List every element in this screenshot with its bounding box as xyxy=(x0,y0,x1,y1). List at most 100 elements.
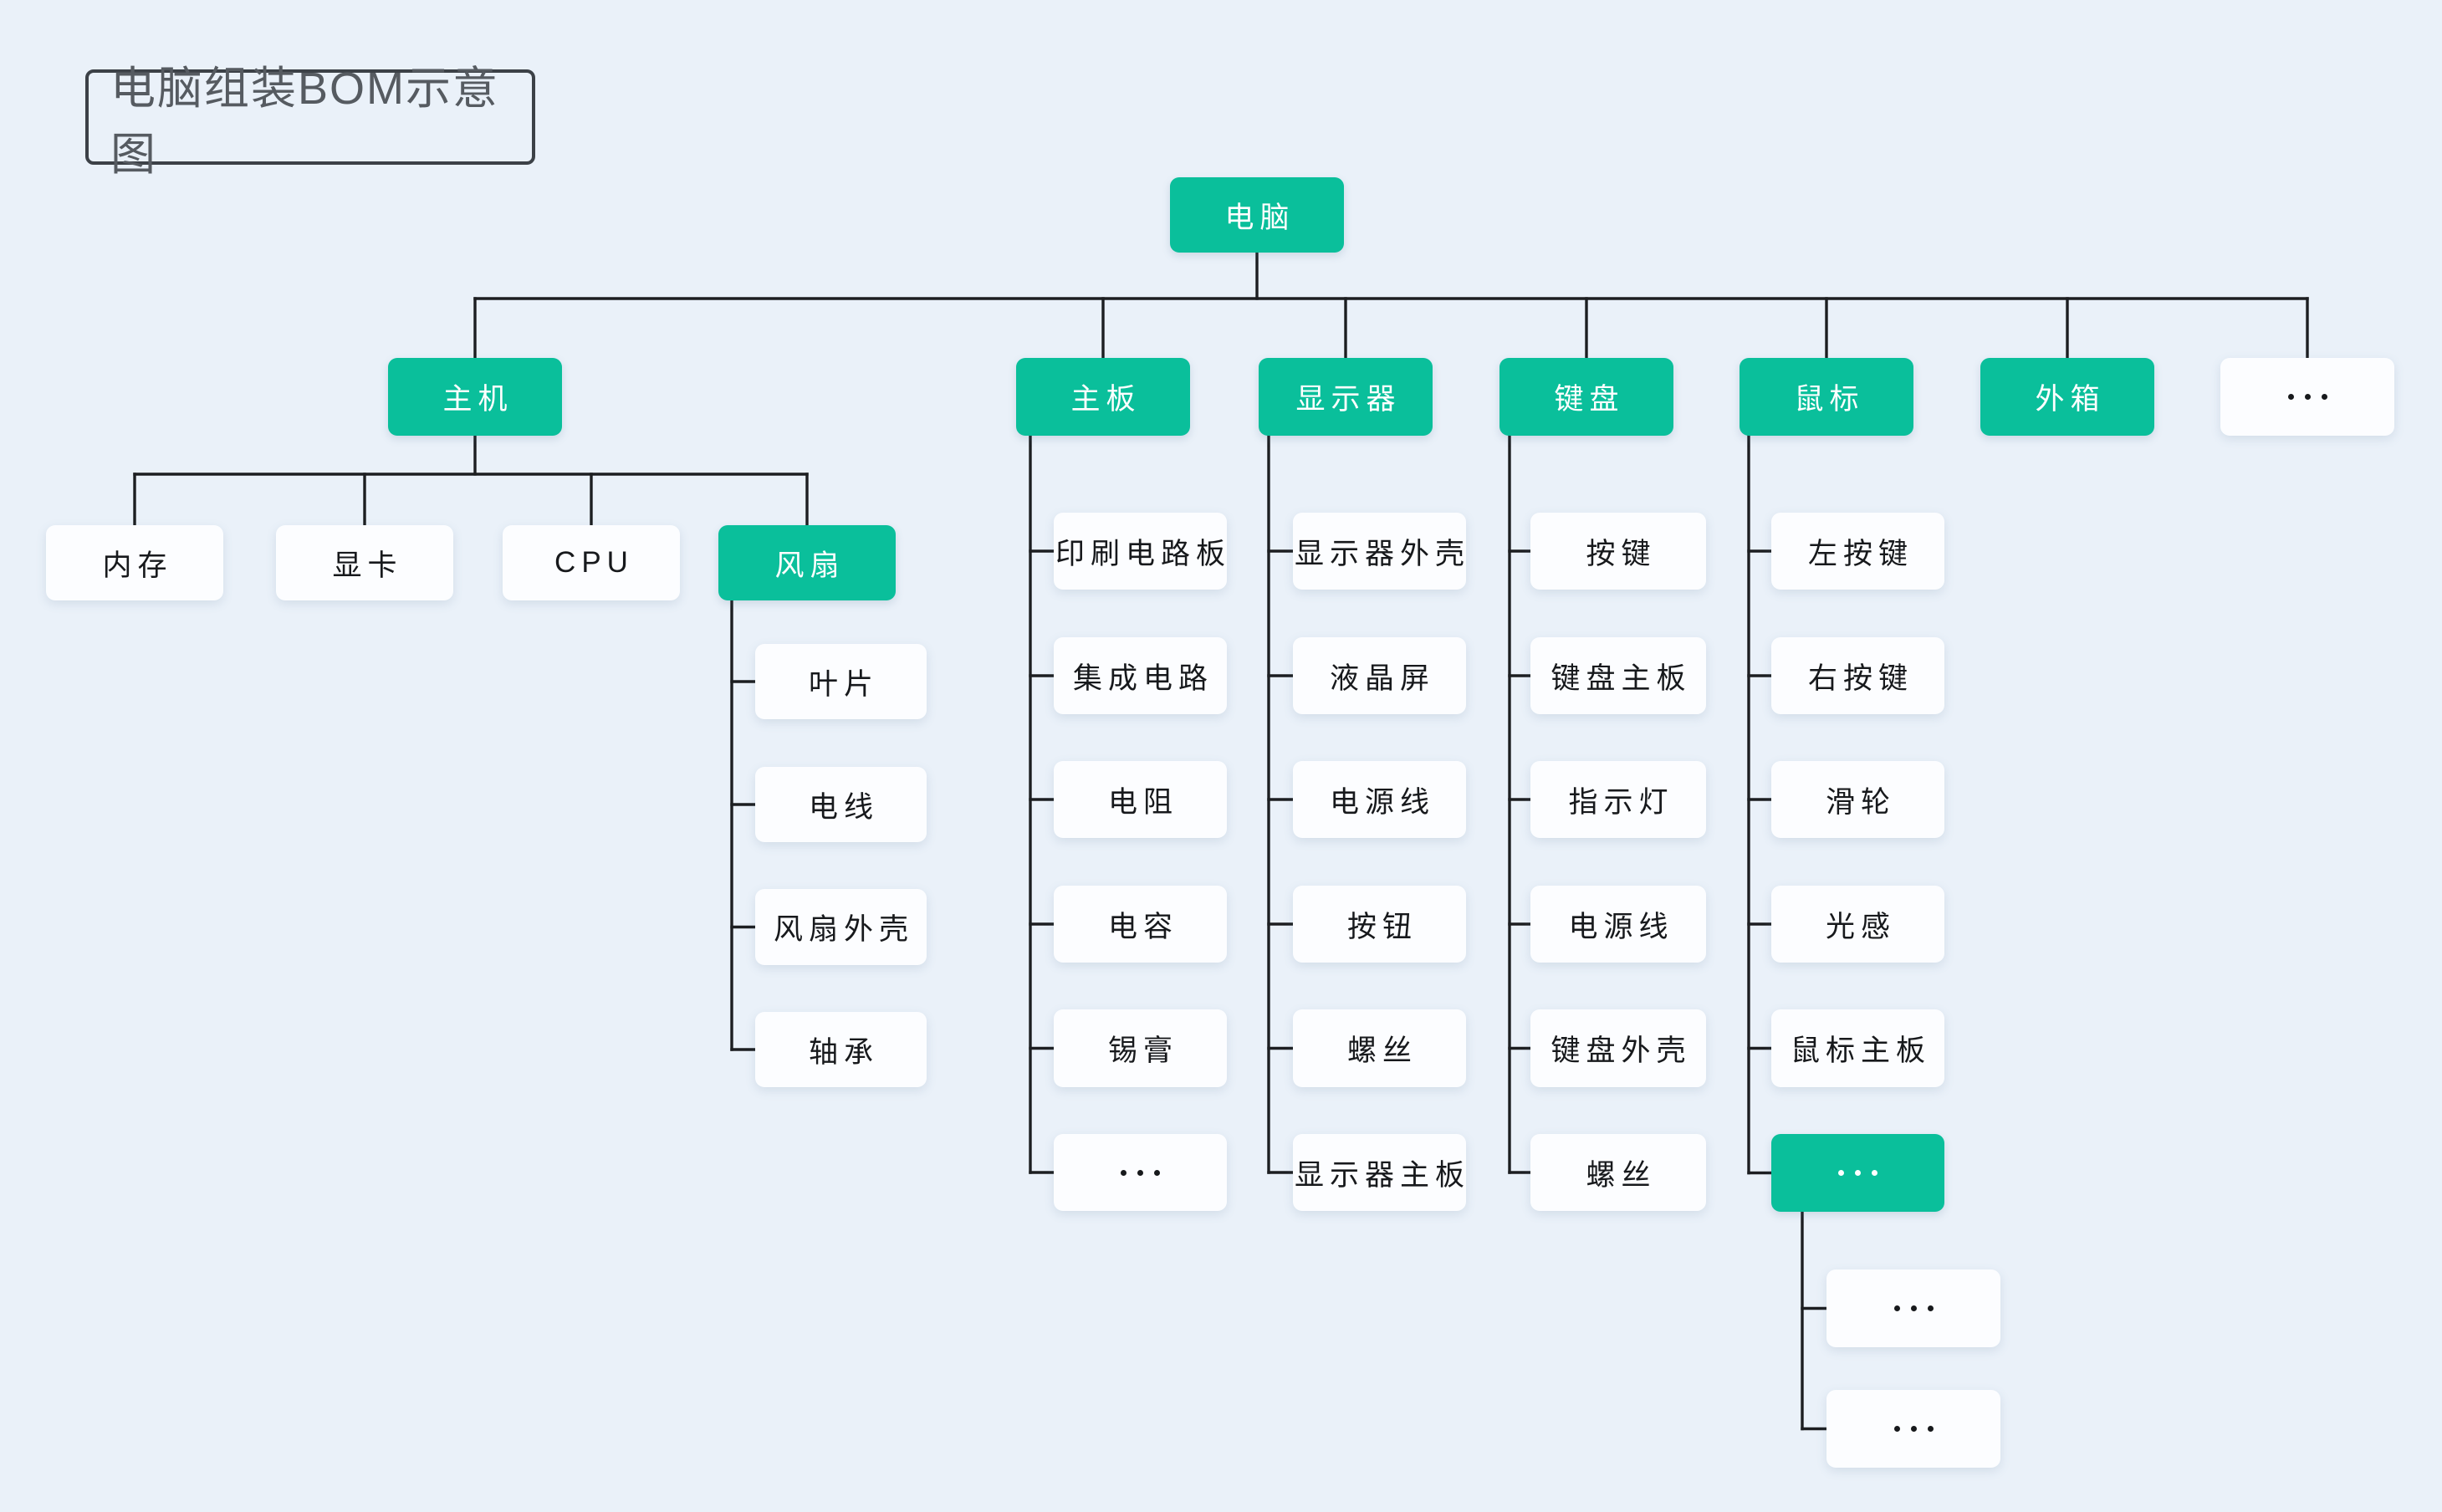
node-label: 指示灯 xyxy=(1568,785,1674,819)
ellipsis-dots xyxy=(2287,394,2327,400)
ellipsis-dot xyxy=(1910,1426,1917,1432)
node-label: 显示器主板 xyxy=(1295,1158,1471,1192)
ellipsis-dot xyxy=(1838,1170,1844,1176)
node-right_button: 右按键 xyxy=(1771,637,1944,714)
node-computer_more xyxy=(2220,358,2394,436)
node-label: 外箱 xyxy=(2035,383,2106,416)
node-wheel: 滑轮 xyxy=(1771,761,1944,838)
node-monitor_power: 电源线 xyxy=(1293,761,1466,838)
node-more_a xyxy=(1826,1269,2000,1347)
node-indicator: 指示灯 xyxy=(1530,761,1706,838)
node-label: 风扇 xyxy=(774,549,846,582)
node-fan: 风扇 xyxy=(718,525,896,600)
node-label: 风扇外壳 xyxy=(773,913,914,946)
ellipsis-dot xyxy=(1121,1169,1126,1176)
ellipsis-dot xyxy=(1893,1426,1900,1432)
ellipsis-dot xyxy=(1154,1169,1160,1176)
ellipsis-dots xyxy=(1893,1305,1934,1311)
node-lcd: 液晶屏 xyxy=(1293,637,1466,714)
node-kb_board: 键盘主板 xyxy=(1530,637,1706,714)
node-cpu: CPU xyxy=(503,525,680,600)
node-label: 印刷电路板 xyxy=(1055,537,1232,570)
node-label: 电源线 xyxy=(1568,910,1674,943)
node-left_button: 左按键 xyxy=(1771,513,1944,590)
ellipsis-dot xyxy=(1855,1170,1861,1176)
ellipsis-dot xyxy=(1137,1169,1143,1176)
ellipsis-dots xyxy=(1893,1426,1934,1432)
node-mouse_board: 鼠标主板 xyxy=(1771,1009,1944,1087)
node-memory: 内存 xyxy=(46,525,223,600)
node-label: 显示器 xyxy=(1295,383,1402,416)
node-label: 左按键 xyxy=(1807,537,1913,570)
node-label: 电线 xyxy=(808,790,879,824)
node-fan_shell: 风扇外壳 xyxy=(755,889,927,965)
node-label: 叶片 xyxy=(808,667,879,701)
ellipsis-dot xyxy=(1893,1305,1900,1311)
node-label: 显示器外壳 xyxy=(1295,537,1471,570)
node-label: 滑轮 xyxy=(1825,785,1896,819)
node-blade: 叶片 xyxy=(755,644,927,719)
node-label: 电容 xyxy=(1107,910,1178,943)
node-mouse_more xyxy=(1771,1134,1944,1212)
ellipsis-dot xyxy=(2321,394,2327,400)
node-label: 按键 xyxy=(1586,537,1657,570)
ellipsis-dot xyxy=(1910,1305,1917,1311)
node-label: 显卡 xyxy=(332,549,403,582)
node-label: 电脑 xyxy=(1224,201,1295,234)
diagram-title: 电脑组装BOM示意图 xyxy=(85,64,535,180)
node-label: 鼠标 xyxy=(1794,383,1865,416)
node-label: 主板 xyxy=(1070,383,1142,416)
node-monitor: 显示器 xyxy=(1259,358,1433,436)
node-label: 键盘主板 xyxy=(1551,662,1692,695)
node-computer: 电脑 xyxy=(1170,177,1344,253)
node-ic: 集成电路 xyxy=(1054,637,1227,714)
node-label: 内存 xyxy=(102,549,173,582)
node-label: 锡膏 xyxy=(1107,1034,1178,1067)
node-resistor: 电阻 xyxy=(1054,761,1227,838)
node-wire: 电线 xyxy=(755,767,927,842)
node-keycap: 按键 xyxy=(1530,513,1706,590)
node-label: 键盘外壳 xyxy=(1551,1034,1692,1067)
node-capacitor: 电容 xyxy=(1054,886,1227,963)
node-solder: 锡膏 xyxy=(1054,1009,1227,1087)
node-gpu: 显卡 xyxy=(276,525,453,600)
node-label: CPU xyxy=(554,546,634,579)
ellipsis-dot xyxy=(2287,394,2294,400)
node-label: 电阻 xyxy=(1107,785,1178,819)
node-monitor_screw: 螺丝 xyxy=(1293,1009,1466,1087)
ellipsis-dot xyxy=(2304,394,2311,400)
node-pcb: 印刷电路板 xyxy=(1054,513,1227,590)
node-label: 集成电路 xyxy=(1072,662,1213,695)
node-label: 螺丝 xyxy=(1346,1034,1418,1067)
node-label: 液晶屏 xyxy=(1329,662,1435,695)
node-mobo_more xyxy=(1054,1134,1227,1211)
node-button: 按钮 xyxy=(1293,886,1466,963)
node-mouse: 鼠标 xyxy=(1740,358,1913,436)
node-mobo: 主板 xyxy=(1016,358,1190,436)
node-kb_power: 电源线 xyxy=(1530,886,1706,963)
node-label: 按钮 xyxy=(1346,910,1418,943)
node-label: 右按键 xyxy=(1807,662,1913,695)
node-label: 主机 xyxy=(442,383,513,416)
node-label: 螺丝 xyxy=(1586,1158,1657,1192)
node-kb_screw: 螺丝 xyxy=(1530,1134,1706,1211)
node-label: 键盘 xyxy=(1554,383,1625,416)
node-bearing: 轴承 xyxy=(755,1012,927,1087)
node-label: 轴承 xyxy=(808,1035,879,1069)
node-label: 电源线 xyxy=(1329,785,1435,819)
ellipsis-dots xyxy=(1838,1170,1877,1176)
node-label: 鼠标主板 xyxy=(1790,1034,1931,1067)
diagram-title-text: 电脑组装BOM示意图 xyxy=(110,64,500,180)
node-keyboard: 键盘 xyxy=(1499,358,1673,436)
node-case: 外箱 xyxy=(1980,358,2154,436)
ellipsis-dots xyxy=(1121,1169,1160,1176)
node-kb_shell: 键盘外壳 xyxy=(1530,1009,1706,1087)
node-host: 主机 xyxy=(388,358,562,436)
ellipsis-dot xyxy=(1872,1170,1877,1176)
node-light_sensor: 光感 xyxy=(1771,886,1944,963)
node-label: 光感 xyxy=(1825,910,1896,943)
node-monitor_board: 显示器主板 xyxy=(1293,1134,1466,1211)
node-monitor_shell: 显示器外壳 xyxy=(1293,513,1466,590)
